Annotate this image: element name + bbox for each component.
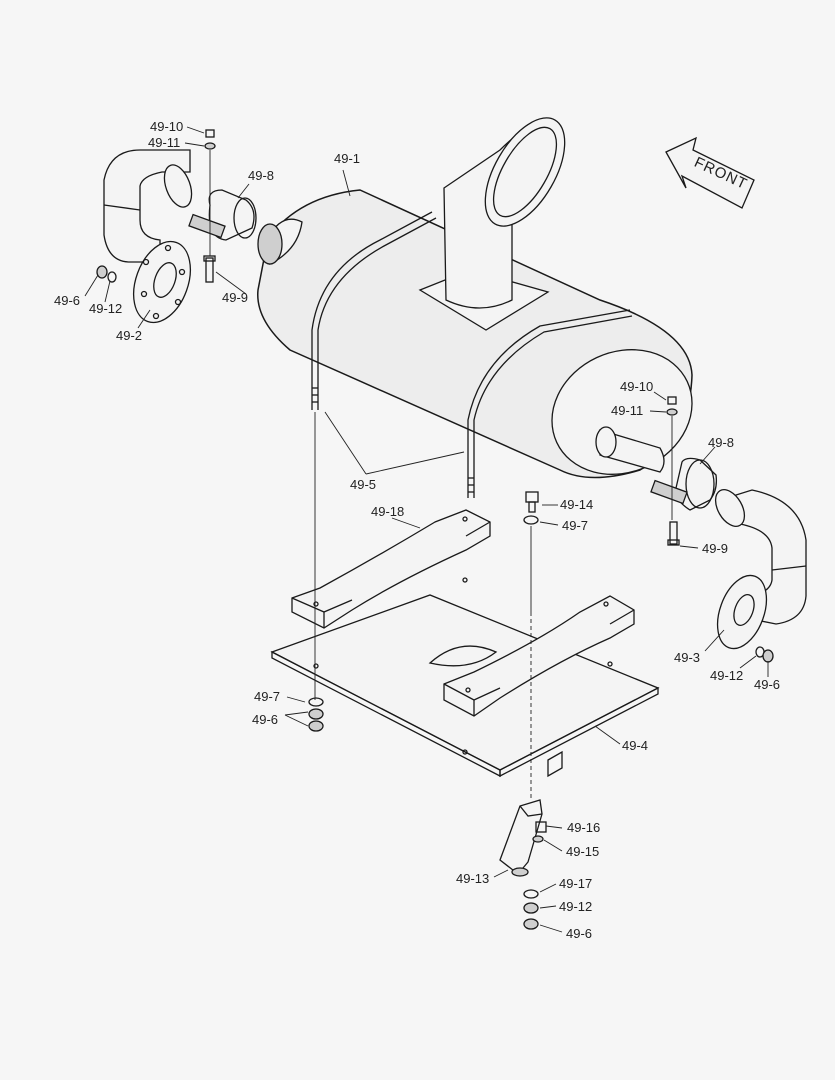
clamp-left xyxy=(188,129,257,283)
muffler xyxy=(257,117,693,479)
label-49-12-right: 49-12 xyxy=(710,668,743,683)
label-49-8-left: 49-8 xyxy=(248,168,274,183)
clamp-right xyxy=(650,396,718,546)
elbow-pipe-right xyxy=(714,489,807,650)
assembly-lines xyxy=(209,150,673,800)
label-49-11-left: 49-11 xyxy=(148,135,180,150)
leader-lines xyxy=(84,126,769,933)
label-49-6-lower: 49-6 xyxy=(252,712,278,727)
front-arrow: FRONT xyxy=(665,136,755,209)
elbow-pipe-left xyxy=(103,149,193,324)
label-49-12-bottom: 49-12 xyxy=(559,899,592,914)
label-49-10-right: 49-10 xyxy=(620,379,653,394)
label-49-12-left: 49-12 xyxy=(89,301,122,316)
label-49-8-right: 49-8 xyxy=(708,435,734,450)
label-49-11-right: 49-11 xyxy=(611,403,643,418)
label-49-14: 49-14 xyxy=(560,497,593,512)
part-labels: 49-10 49-11 49-8 49-1 49-9 49-6 49-12 49… xyxy=(54,119,780,941)
label-49-7-upper: 49-7 xyxy=(562,518,588,533)
strap-left xyxy=(291,509,491,629)
label-49-1: 49-1 xyxy=(334,151,360,166)
label-49-15: 49-15 xyxy=(566,844,599,859)
label-49-3: 49-3 xyxy=(674,650,700,665)
label-49-18: 49-18 xyxy=(371,504,404,519)
label-49-5: 49-5 xyxy=(350,477,376,492)
label-49-16: 49-16 xyxy=(567,820,600,835)
bracket xyxy=(499,799,543,877)
label-49-13: 49-13 xyxy=(456,871,489,886)
label-49-10-left: 49-10 xyxy=(150,119,183,134)
label-49-6-right: 49-6 xyxy=(754,677,780,692)
label-49-17: 49-17 xyxy=(559,876,592,891)
label-49-9-left: 49-9 xyxy=(222,290,248,305)
u-bolts xyxy=(311,211,633,498)
label-49-4: 49-4 xyxy=(622,738,648,753)
label-49-7-lower: 49-7 xyxy=(254,689,280,704)
strap-right xyxy=(443,595,635,717)
label-49-9-right: 49-9 xyxy=(702,541,728,556)
label-49-2: 49-2 xyxy=(116,328,142,343)
hardware xyxy=(96,265,774,930)
label-49-6-bottom: 49-6 xyxy=(566,926,592,941)
label-49-6-left: 49-6 xyxy=(54,293,80,308)
